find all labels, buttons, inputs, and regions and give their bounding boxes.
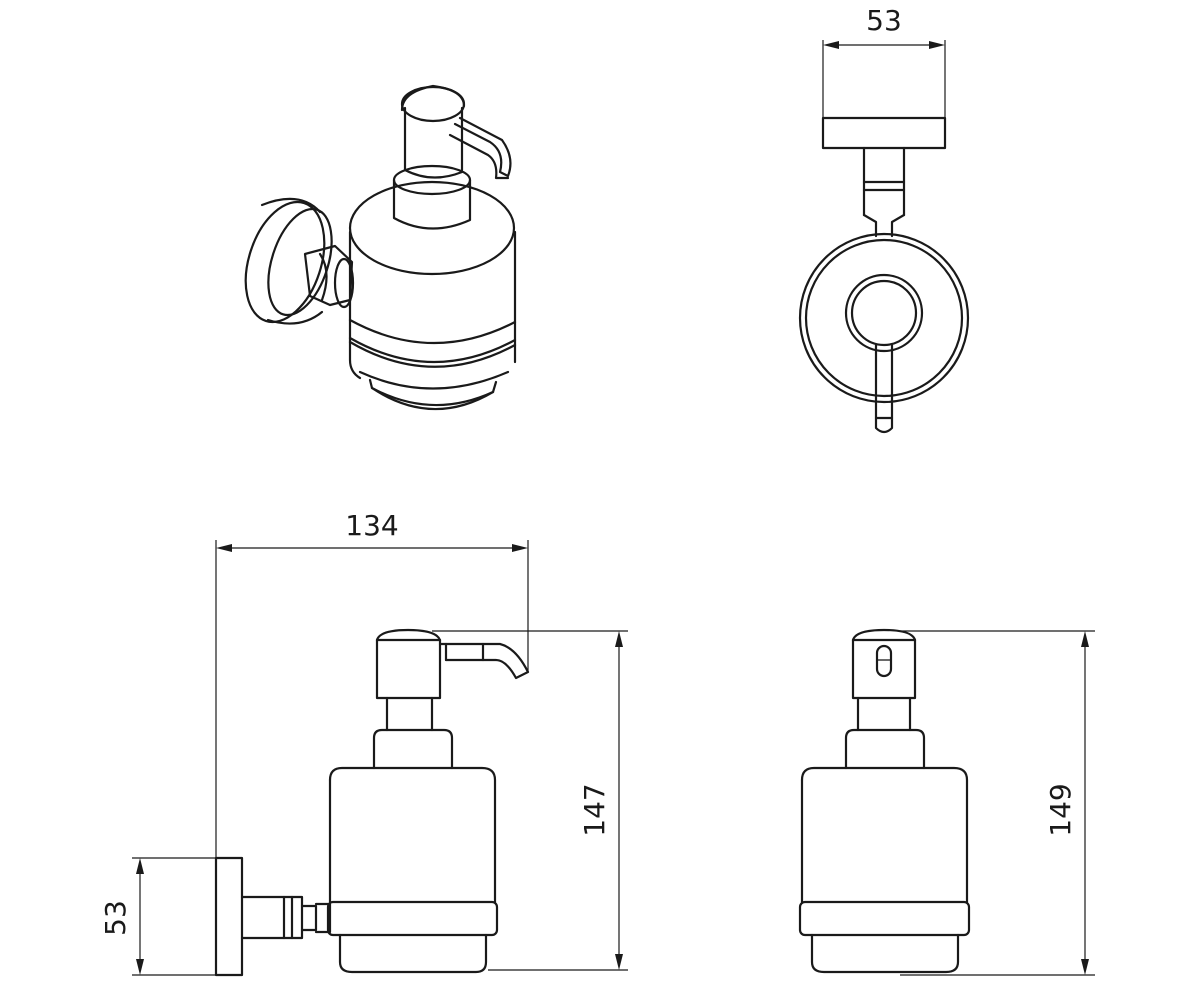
isometric-view: [244, 84, 517, 411]
dim-mount-height: 53: [99, 857, 216, 976]
iso-spout: [448, 116, 512, 180]
iso-arm: [303, 244, 355, 309]
top-view: 53: [798, 4, 970, 434]
dim-overall-depth-label: 134: [345, 509, 398, 542]
dim-top-width: 53: [822, 4, 946, 118]
side-pump: [375, 628, 530, 732]
front-view: 149: [798, 628, 1095, 976]
top-bottle: [798, 232, 970, 434]
iso-wall-rosette: [244, 197, 333, 325]
iso-bottle: [348, 180, 517, 411]
front-spout-end: [875, 644, 893, 678]
top-arm: [862, 146, 906, 238]
iso-pump: [392, 84, 472, 230]
dim-height-front-label: 149: [1044, 783, 1077, 836]
dim-height-side-label: 147: [578, 783, 611, 836]
dim-mount-height-label: 53: [99, 900, 132, 936]
side-bottle: [326, 728, 499, 974]
front-bottle: [798, 728, 971, 974]
side-arm: [240, 895, 332, 940]
side-view: 134 147 53: [99, 509, 628, 977]
front-pump: [851, 628, 917, 732]
side-wall-plate: [214, 856, 244, 977]
dim-top-width-label: 53: [866, 4, 902, 37]
dim-overall-depth: 134: [215, 509, 529, 858]
top-wall-plate: [821, 116, 947, 150]
dim-height-front: 149: [900, 630, 1095, 976]
dim-height-side: 147: [432, 630, 628, 971]
